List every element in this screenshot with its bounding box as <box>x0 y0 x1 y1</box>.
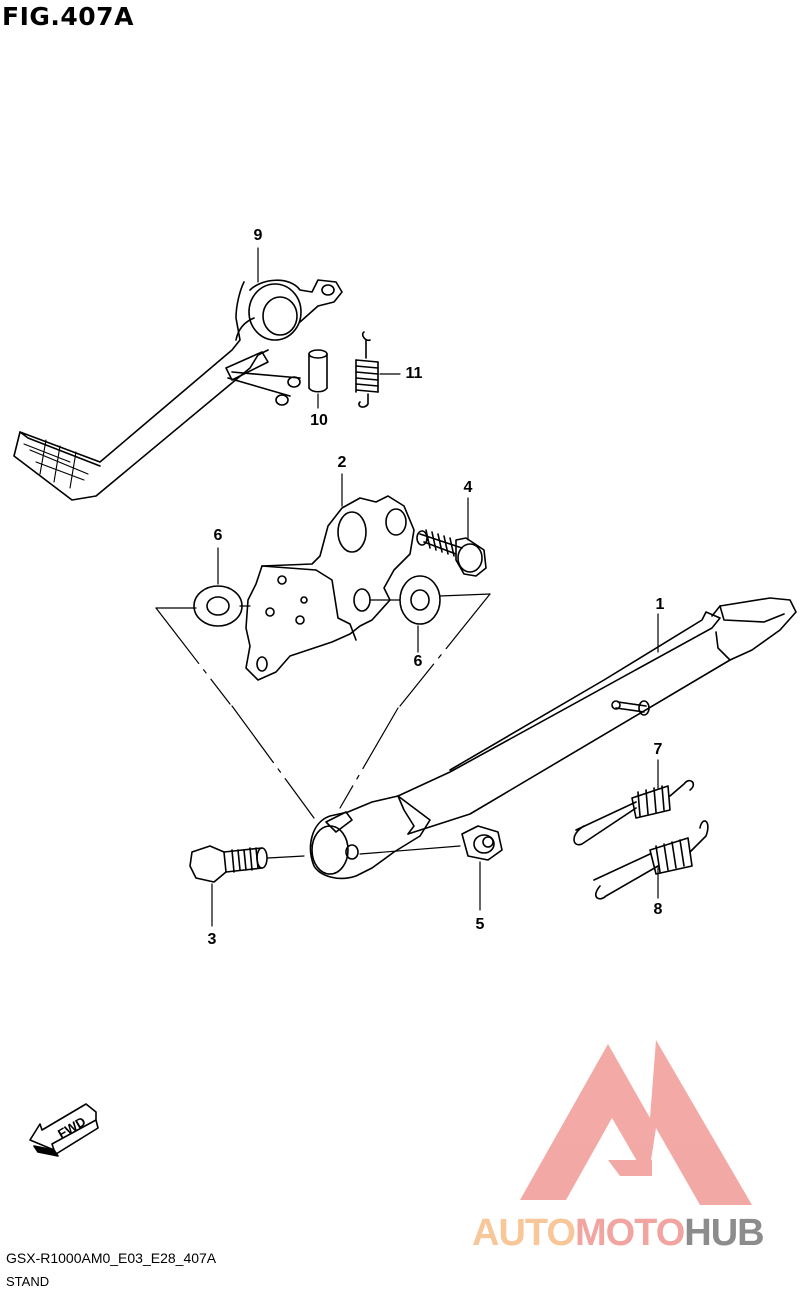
pin-part-10 <box>308 349 328 393</box>
callout-11: 11 <box>405 365 423 382</box>
callout-7: 7 <box>653 741 663 758</box>
nut-part-5 <box>461 825 503 861</box>
side-stand-part-1 <box>309 597 797 880</box>
callout-5: 5 <box>475 916 485 933</box>
callout-4: 4 <box>463 479 473 496</box>
assembly-lines <box>155 593 491 859</box>
spring-part-7 <box>573 779 695 846</box>
bolt-part-3 <box>189 845 268 883</box>
callout-8: 8 <box>653 901 663 918</box>
bolt-part-4 <box>416 529 487 577</box>
callout-1: 1 <box>655 596 665 613</box>
spring-part-8 <box>593 820 709 900</box>
watermark-brand-hub: HUB <box>684 1212 764 1254</box>
callout-2: 2 <box>337 454 347 471</box>
figure-title: FIG.407A <box>2 2 134 31</box>
model-code: GSX-R1000AM0_E03_E28_407A <box>6 1250 217 1266</box>
callout-10: 10 <box>310 412 328 429</box>
spring-part-11 <box>355 331 379 408</box>
bracket-part-2 <box>245 495 415 681</box>
watermark-brand: AUTOMOTOHUB <box>472 1212 765 1255</box>
callout-6-left: 6 <box>213 527 223 544</box>
brake-pedal-part <box>13 279 343 501</box>
watermark-brand-moto: MOTO <box>574 1212 685 1254</box>
callout-6-right: 6 <box>413 653 423 670</box>
callout-3: 3 <box>207 931 217 948</box>
section-name: STAND <box>6 1274 50 1289</box>
callout-9: 9 <box>253 227 263 244</box>
watermark-brand-auto: AUTO <box>472 1212 576 1254</box>
